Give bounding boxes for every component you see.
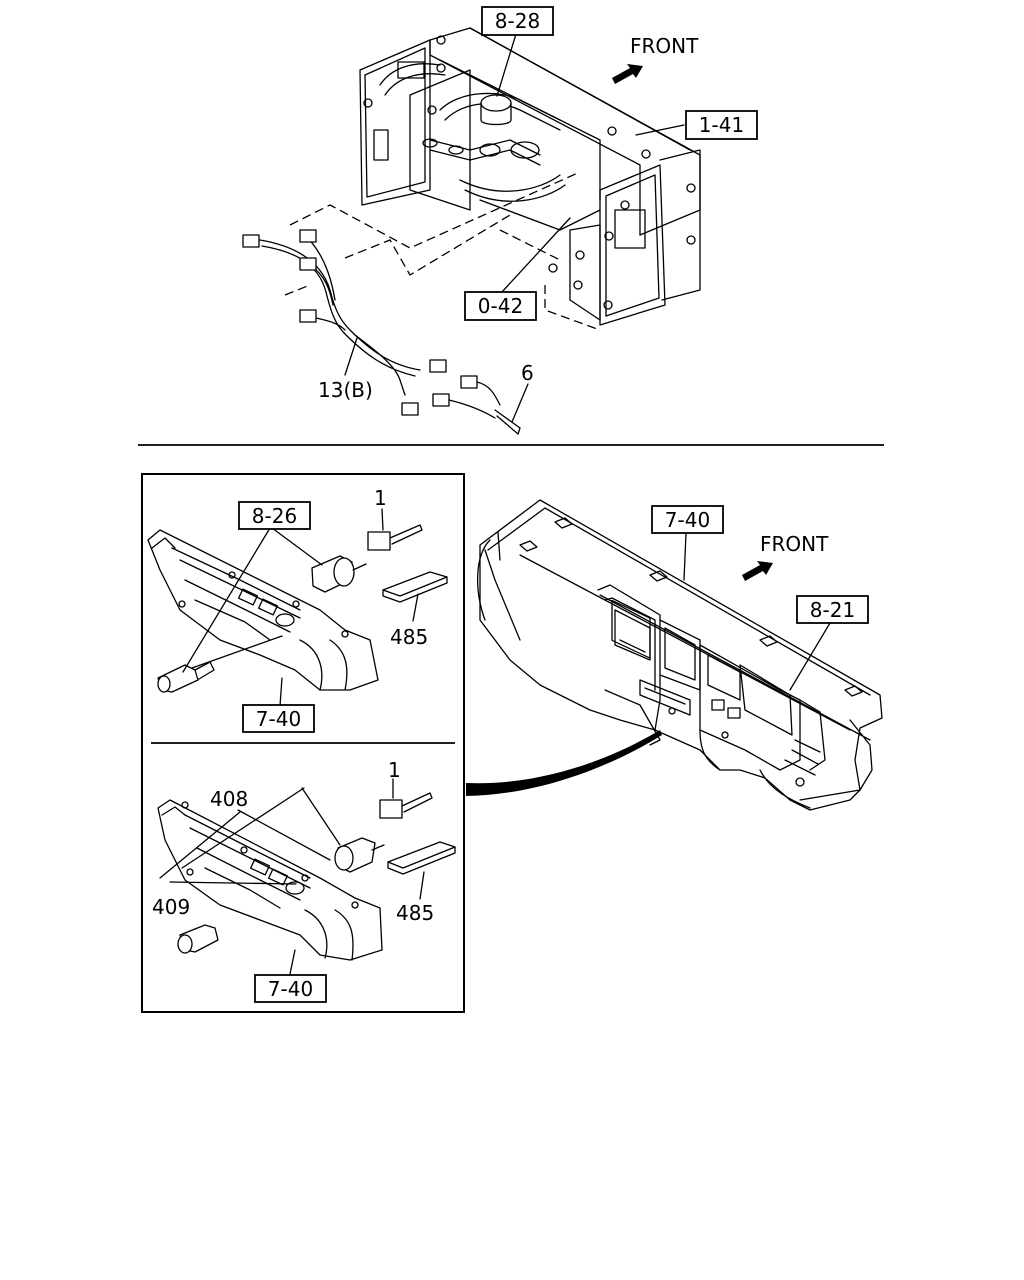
front-arrow-icon [612,64,643,84]
dashboard-drawing [477,499,883,811]
label-1-41: 1-41 [685,110,758,140]
svg-text:7-40: 7-40 [256,707,301,731]
svg-text:7-40: 7-40 [268,977,313,1001]
label-8-21: 8-21 [796,595,869,624]
front-arrow-icon [742,561,773,581]
leader-0-42 [501,217,571,293]
label-7-40-upper-inset: 7-40 [242,704,315,733]
label-8-26: 8-26 [238,501,311,530]
leader-8-28 [496,33,517,97]
label-1-upper: 1 [374,486,387,510]
label-6: 6 [521,361,534,385]
front-label-dashboard: FRONT [760,532,829,556]
svg-text:8-28: 8-28 [495,9,540,33]
label-7-40-dashboard: 7-40 [651,505,724,534]
front-label-top: FRONT [630,34,699,58]
label-485-lower: 485 [396,901,434,925]
svg-text:7-40: 7-40 [665,508,710,532]
leader-1-41 [635,124,685,136]
hvac-unit-drawing [359,27,701,331]
callout-curve [466,730,662,796]
wiring-harness-drawing [242,171,581,435]
svg-text:1-41: 1-41 [699,113,744,137]
label-408: 408 [210,787,248,811]
inset-frame [141,473,465,1013]
label-13b: 13(B) [318,378,373,402]
label-7-40-lower-inset: 7-40 [254,974,327,1003]
upper-inset-drawing [147,508,448,707]
label-8-28: 8-28 [481,6,554,36]
svg-text:8-21: 8-21 [810,598,855,622]
svg-text:8-26: 8-26 [252,504,297,528]
lower-inset-drawing [157,778,456,975]
label-0-42: 0-42 [464,291,537,321]
label-409: 409 [152,895,190,919]
svg-text:0-42: 0-42 [478,294,523,318]
label-485-upper: 485 [390,625,428,649]
nut-icons [363,35,696,310]
label-1-lower: 1 [388,758,401,782]
